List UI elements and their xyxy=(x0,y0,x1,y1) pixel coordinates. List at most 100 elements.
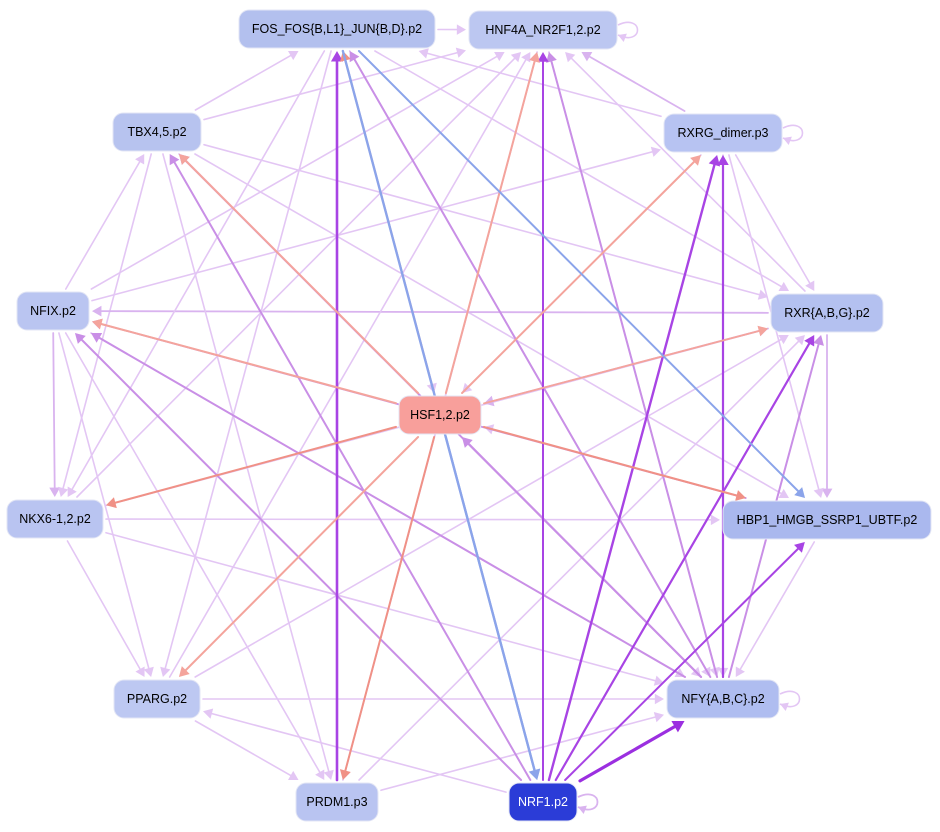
node-shape-rxrabg[interactable] xyxy=(770,293,884,333)
arrowhead-tbx-fos xyxy=(287,50,299,61)
node-fos[interactable]: FOS_FOS{B,L1}_JUN{B,D}.p2 xyxy=(238,9,436,49)
arrowhead-rxrg-hnf4a xyxy=(581,51,593,62)
arrowhead-tbx-nkx6 xyxy=(58,486,69,497)
arrowhead-nrf1-tbx xyxy=(169,154,180,166)
arrowhead-tbx-rxrabg xyxy=(757,289,768,300)
arrowhead-prdm1-nfy xyxy=(653,712,664,723)
edge-nfix-nkx6 xyxy=(52,332,56,492)
arrowhead-nfix-hnf4a xyxy=(494,51,505,62)
edge-hsf1-prdm1 xyxy=(343,436,436,775)
arrowhead-fos-hbp1 xyxy=(794,487,806,498)
node-hbp1[interactable]: HBP1_HMGB_SSRP1_UBTF.p2 xyxy=(722,500,932,540)
edge-hsf1-nkx6 xyxy=(111,425,397,505)
edge-nrf1-rxrabg xyxy=(554,339,812,782)
node-label-tbx: TBX4,5.p2 xyxy=(127,125,186,139)
edge-nrf1-rxrg xyxy=(547,160,717,782)
node-shape-tbx[interactable] xyxy=(112,112,202,152)
arrowhead-nfix-prdm1 xyxy=(315,769,325,780)
arrowhead-nfix-rxrg xyxy=(650,146,661,157)
arrowhead-hsf1-rxrg xyxy=(690,155,701,166)
arrowhead-nrf1-hbp1 xyxy=(794,542,805,553)
arrowhead-nkx6-pparg xyxy=(135,666,145,677)
edge-nfy-hnf4a xyxy=(549,57,719,678)
edge-fos-rxrabg xyxy=(374,50,785,289)
node-shape-fos[interactable] xyxy=(238,9,436,49)
edge-hsf1-rxrabg xyxy=(483,329,763,405)
arrowhead-rxrg-hbp1 xyxy=(813,487,824,498)
arrowhead-nfy-rxrg xyxy=(717,155,729,165)
arrowhead-nfy-hsf1 xyxy=(461,437,473,448)
node-shape-hsf1[interactable] xyxy=(398,395,482,435)
arrowhead-pparg-hnf4a xyxy=(521,52,531,63)
node-rxrg[interactable]: RXRG_dimer.p3 xyxy=(663,113,783,153)
self-loop-arrow-nrf1 xyxy=(578,805,587,814)
node-shape-pparg[interactable] xyxy=(113,679,201,719)
arrowhead-hsf1-hnf4a xyxy=(529,52,540,63)
arrowhead-rxrabg-hbp1 xyxy=(821,488,833,498)
node-prdm1[interactable]: PRDM1.p3 xyxy=(295,782,379,822)
arrowhead-nrf1-nfix xyxy=(74,333,86,344)
node-nkx6[interactable]: NKX6-1,2.p2 xyxy=(6,499,104,539)
node-tbx[interactable]: TBX4,5.p2 xyxy=(112,112,202,152)
arrowhead-pparg-prdm1 xyxy=(287,770,299,781)
arrowhead-prdm1-rxrabg xyxy=(794,335,805,346)
edge-nrf1-nfy xyxy=(578,723,680,783)
edge-nkx6-hbp1 xyxy=(105,518,715,521)
node-nfix[interactable]: NFIX.p2 xyxy=(16,291,90,331)
arrowhead-nfix-pparg xyxy=(143,666,154,677)
node-shape-nrf1[interactable] xyxy=(508,782,578,822)
node-label-rxrg: RXRG_dimer.p3 xyxy=(677,126,768,140)
self-loop-arrow-nfy xyxy=(780,702,789,711)
edge-pparg-rxrabg xyxy=(194,337,785,678)
node-rxrabg[interactable]: RXR{A,B,G}.p2 xyxy=(770,293,884,333)
node-hsf1[interactable]: HSF1,2.p2 xyxy=(398,395,482,435)
edge-tbx-rxrabg xyxy=(203,143,763,297)
arrowhead-hsf1-pparg xyxy=(178,666,190,677)
node-shape-prdm1[interactable] xyxy=(295,782,379,822)
arrowhead-nfy-nfix xyxy=(90,333,103,343)
node-shape-hnf4a[interactable] xyxy=(468,10,618,50)
node-pparg[interactable]: PPARG.p2 xyxy=(113,679,201,719)
edge-nrf1-nfix xyxy=(78,336,523,781)
edge-tbx-hnf4a xyxy=(203,51,461,121)
node-nfy[interactable]: NFY{A,B,C}.p2 xyxy=(666,679,780,719)
edge-prdm1-rxrabg xyxy=(358,338,802,781)
edge-nkx6-nfy xyxy=(105,531,659,683)
node-shape-rxrg[interactable] xyxy=(663,113,783,153)
node-label-nfix: NFIX.p2 xyxy=(30,304,76,318)
node-hnf4a[interactable]: HNF4A_NR2F1,2.p2 xyxy=(468,10,618,50)
arrowhead-hsf1-nkx6 xyxy=(106,497,117,509)
edge-hsf1-nrf1 xyxy=(444,435,537,775)
arrowhead-nkx6-hbp1 xyxy=(710,514,720,526)
arrowhead-hbp1-nfy xyxy=(735,666,745,677)
edge-nkx6-pparg xyxy=(66,540,143,673)
arrowhead-nfy-fos xyxy=(349,51,360,63)
arrowhead-nrf1-nfy xyxy=(671,720,685,733)
edge-rxrg-rxrabg xyxy=(734,154,812,287)
node-shape-nkx6[interactable] xyxy=(6,499,104,539)
arrowhead-hsf1-prdm1 xyxy=(339,769,351,780)
arrowhead-hsf1-nrf1 xyxy=(529,768,541,780)
edge-nfix-rxrg xyxy=(91,150,656,302)
arrowhead-fos-pparg xyxy=(160,666,171,677)
node-label-fos: FOS_FOS{B,L1}_JUN{B,D}.p2 xyxy=(252,22,422,36)
node-nrf1[interactable]: NRF1.p2 xyxy=(508,782,578,822)
arrowhead-nrf1-pparg xyxy=(203,708,214,719)
node-shape-nfix[interactable] xyxy=(16,291,90,331)
edge-hsf1-hbp1 xyxy=(483,425,741,498)
arrowhead-tbx-prdm1 xyxy=(323,769,334,780)
self-loop-arrow-rxrg xyxy=(783,136,792,145)
edge-hsf1-hnf4a xyxy=(444,57,537,394)
node-label-prdm1: PRDM1.p3 xyxy=(306,795,367,809)
arrowhead-tbx-hbp1 xyxy=(778,488,790,498)
node-shape-nfy[interactable] xyxy=(666,679,780,719)
node-shape-hbp1[interactable] xyxy=(722,500,932,540)
edge-tbx-nkx6 xyxy=(61,153,153,492)
edge-hbp1-nfy xyxy=(738,541,816,673)
edge-rxrg-hnf4a xyxy=(586,54,686,112)
arrowhead-rxrabg-hnf4a xyxy=(565,52,576,63)
edge-hsf1-tbx xyxy=(182,157,419,394)
arrowhead-nfix-tbx xyxy=(135,154,145,165)
